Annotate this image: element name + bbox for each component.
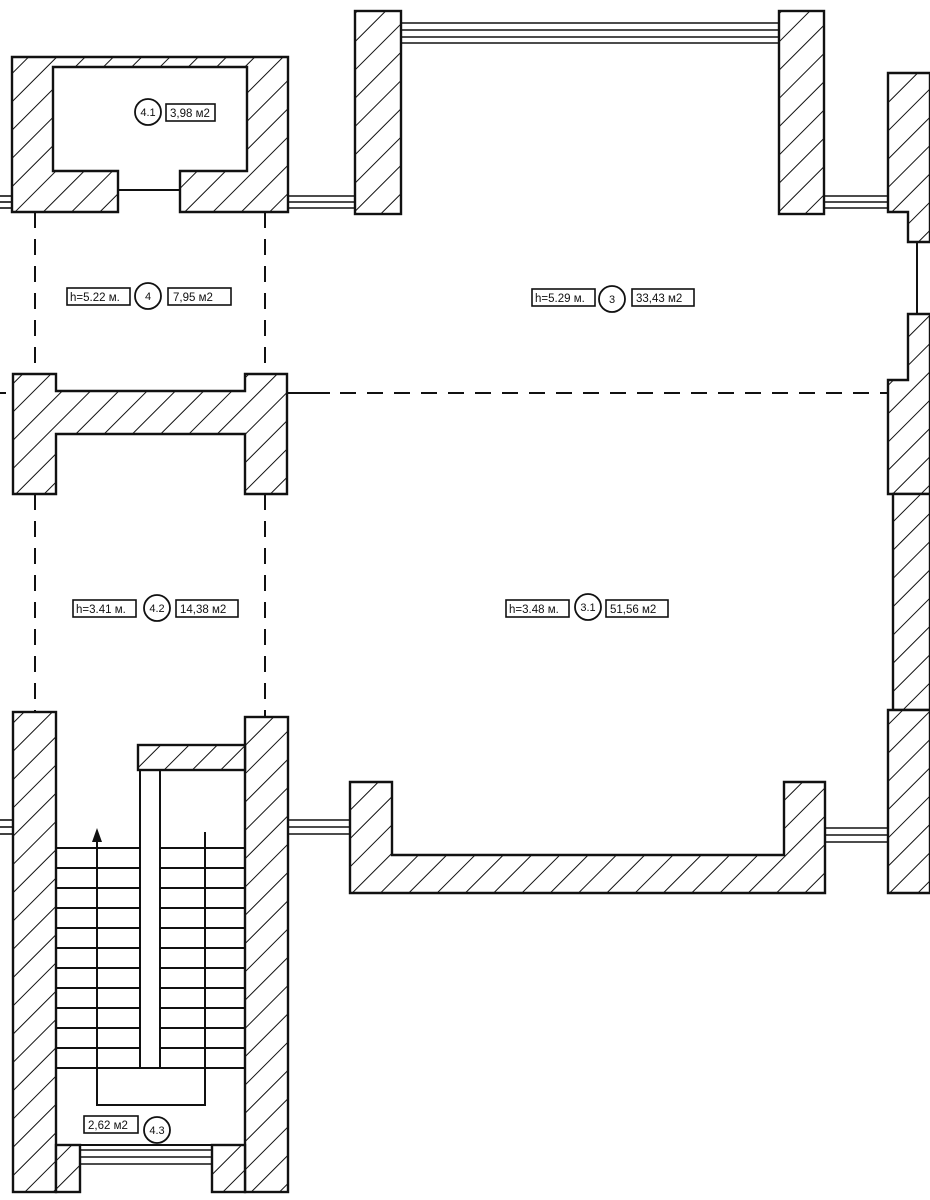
wall-right-bottom	[886, 708, 930, 895]
room-label-3: h=5.29 м. 3 33,43 м2	[531, 285, 695, 313]
window-top	[401, 22, 779, 44]
room-number-circle	[143, 594, 171, 622]
wall-right-strip	[891, 492, 930, 712]
wall-right-middle	[886, 312, 930, 496]
room-area: 3,98 м2	[170, 108, 210, 120]
window-stair-bottom	[80, 1149, 212, 1165]
room-height: h=5.29 м.	[535, 293, 585, 305]
height-box	[531, 288, 596, 307]
wall-middle-cross	[11, 372, 289, 496]
wall-bottom-u	[348, 780, 827, 895]
room-label-4-3: 2,62 м2 4.3	[83, 1115, 171, 1144]
wall-room-4-1-left	[10, 55, 290, 214]
room-area: 33,43 м2	[636, 293, 682, 305]
room-height: h=3.48 м.	[509, 604, 559, 616]
room-number-circle	[598, 285, 626, 313]
window-top-between	[288, 195, 355, 209]
window-bottom-right	[825, 827, 888, 843]
room-number: 3	[609, 294, 615, 306]
boundaries	[0, 189, 918, 717]
walls	[10, 9, 930, 1194]
height-box	[505, 599, 570, 618]
room-height: h=3.41 м.	[76, 604, 126, 616]
area-box	[165, 103, 216, 122]
wall-right-top	[886, 71, 930, 244]
window-top-left-edge	[0, 195, 12, 209]
room-number: 3.1	[580, 602, 595, 614]
wall-stair-bottom-right	[210, 1143, 247, 1194]
room-number-circle	[574, 593, 602, 621]
window-bottom-left-edge	[0, 819, 13, 835]
height-box	[72, 599, 137, 618]
room-number-circle	[134, 282, 162, 310]
room-area: 14,38 м2	[180, 604, 226, 616]
room-label-3-1: h=3.48 м. 3.1 51,56 м2	[505, 593, 669, 621]
windows	[0, 22, 888, 1165]
stair-direction-arrow	[96, 832, 206, 1106]
room-area: 51,56 м2	[610, 604, 656, 616]
room-number-circle	[134, 98, 162, 126]
room-labels: 4.1 3,98 м2 h=5.22 м. 4 7,95 м2 h=5.29 м…	[66, 98, 695, 1144]
stair-center-stringer	[139, 769, 161, 1069]
stair-landing	[55, 1067, 246, 1146]
room-area: 2,62 м2	[88, 1120, 128, 1132]
area-box	[605, 599, 669, 618]
room-number-circle	[143, 1116, 171, 1144]
room-label-4: h=5.22 м. 4 7,95 м2	[66, 282, 232, 310]
wall-top-pillar-left	[353, 9, 403, 216]
area-box	[167, 287, 232, 306]
window-top-right	[824, 195, 888, 209]
wall-stair-bottom-left	[54, 1143, 82, 1194]
room-number: 4.3	[149, 1125, 164, 1137]
room-number: 4	[145, 291, 151, 303]
wall-stair-left	[11, 710, 58, 1194]
room-height: h=5.22 м.	[70, 292, 120, 304]
room-number: 4.2	[149, 603, 164, 615]
staircase	[55, 769, 246, 1146]
room-area: 7,95 м2	[173, 292, 213, 304]
wall-stair-top	[136, 743, 247, 772]
arrow-head-icon	[92, 828, 102, 842]
room-label-4-2: h=3.41 м. 4.2 14,38 м2	[72, 594, 239, 622]
area-box	[631, 288, 695, 307]
room-number: 4.1	[140, 107, 155, 119]
area-box	[175, 599, 239, 618]
window-bottom-between	[288, 819, 350, 835]
wall-top-pillar-right	[777, 9, 826, 216]
height-box	[66, 287, 131, 306]
wall-stair-right	[243, 715, 290, 1194]
area-box	[83, 1115, 139, 1134]
room-label-4-1: 4.1 3,98 м2	[134, 98, 216, 126]
